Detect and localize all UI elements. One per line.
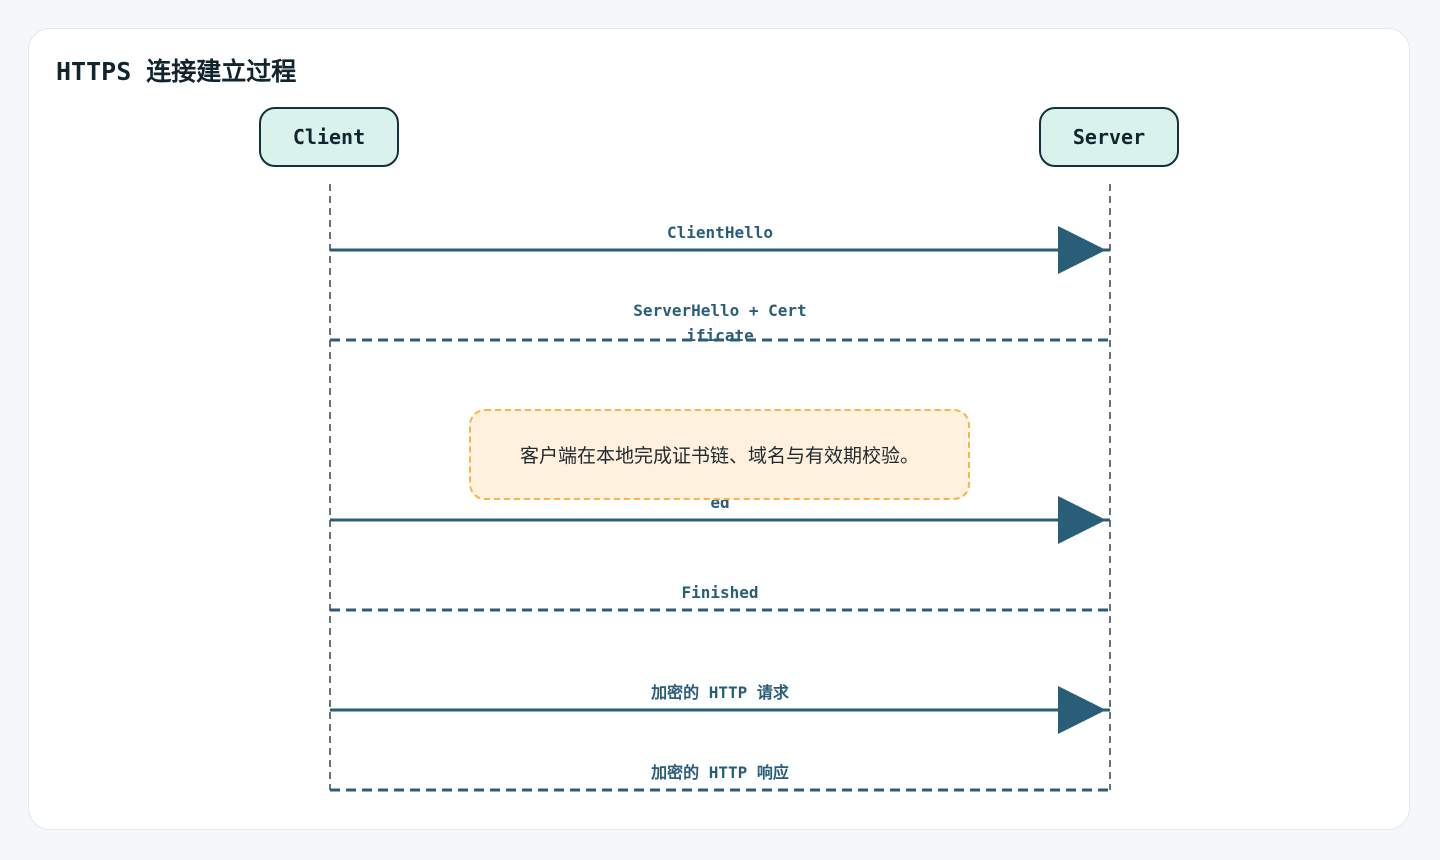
- message-1-arrowhead: [1058, 226, 1106, 274]
- message-3: ed: [330, 493, 1110, 544]
- message-1: ClientHello: [330, 223, 1110, 274]
- message-5: 加密的 HTTP 请求: [330, 683, 1110, 734]
- message-5-label-line-1: 加密的 HTTP 请求: [650, 683, 790, 702]
- message-2-label-line-2: ificate: [686, 326, 753, 345]
- message-2: ServerHello + Cert ificate: [330, 301, 1110, 345]
- message-2-label-line-1: ServerHello + Cert: [633, 301, 806, 320]
- message-4-label-line-1: Finished: [681, 583, 758, 602]
- message-1-label-line-1: ClientHello: [667, 223, 773, 242]
- diagram-title: HTTPS 连接建立过程: [56, 57, 297, 86]
- message-4: Finished: [330, 583, 1110, 612]
- verification-note: 客户端在本地完成证书链、域名与有效期校验。: [469, 409, 970, 500]
- actor-client: Client: [259, 107, 399, 167]
- message-6: 加密的 HTTP 响应: [330, 763, 1110, 792]
- message-6-label-line-1: 加密的 HTTP 响应: [650, 763, 789, 782]
- actor-server: Server: [1039, 107, 1179, 167]
- message-3-arrowhead: [1058, 496, 1106, 544]
- message-5-arrowhead: [1058, 686, 1106, 734]
